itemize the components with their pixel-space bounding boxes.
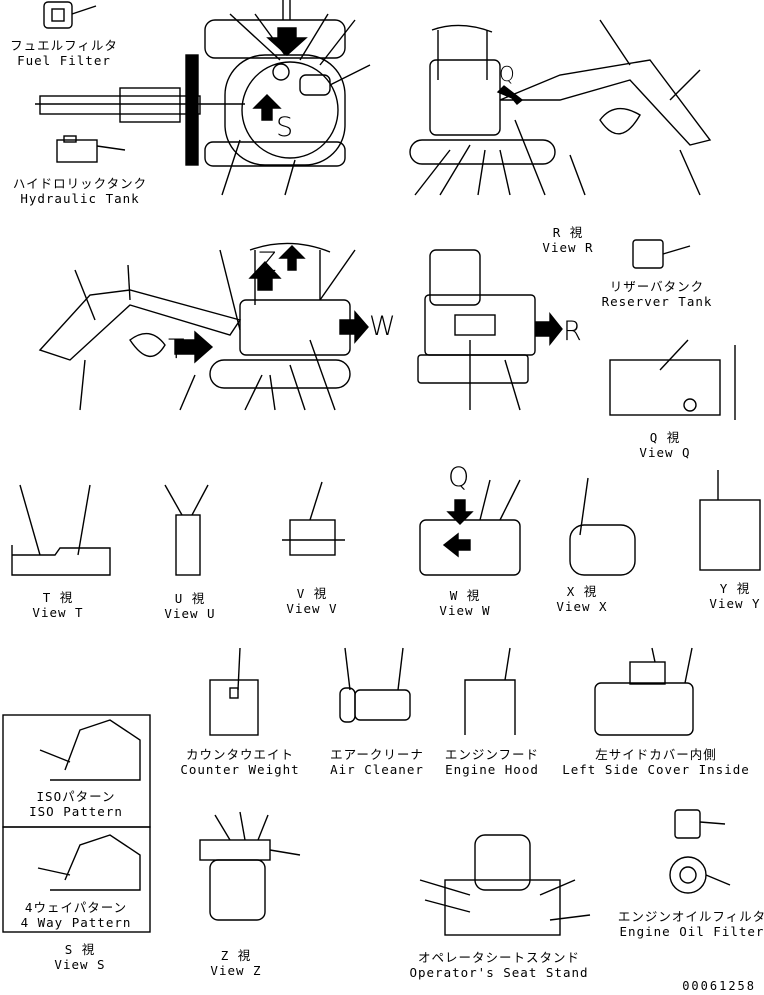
seat-stand-drawing [419, 834, 591, 936]
view-t-drawing [11, 484, 111, 576]
top-view-machine-drawing [35, 0, 371, 196]
view-u-drawing [164, 484, 209, 576]
fuel-filter-icon [43, 1, 97, 29]
engine-oil-filter-drawing [669, 809, 731, 894]
hydraulic-tank-icon [56, 135, 126, 163]
view-x-drawing [569, 477, 636, 576]
view-q-detail-drawing [609, 339, 736, 420]
view-y-drawing [699, 470, 761, 571]
air-cleaner-drawing [339, 647, 411, 723]
left-side-cover-drawing [594, 647, 694, 736]
side-view-machine-right-drawing [409, 19, 712, 196]
callout-letter-t: T [168, 334, 185, 365]
view-z-drawing [199, 811, 301, 921]
front-view-machine-drawing [417, 249, 563, 411]
part-number: 00061258 [682, 979, 756, 993]
pattern-boxes [2, 714, 151, 933]
view-v-drawing [282, 481, 345, 556]
reserver-tank-icon [632, 239, 691, 269]
side-view-machine-left-drawing [38, 242, 369, 411]
callout-letter-z: Z [258, 247, 277, 278]
counter-weight-drawing [209, 647, 259, 736]
callout-letter-r: R [563, 316, 582, 347]
callout-letter-q: Q [448, 462, 470, 493]
callout-letter-q-side: Q [499, 62, 515, 86]
callout-letter-s: S [276, 112, 294, 143]
callout-letter-w: W [369, 311, 396, 342]
engine-hood-drawing [464, 647, 516, 735]
view-w-drawing [419, 479, 521, 576]
